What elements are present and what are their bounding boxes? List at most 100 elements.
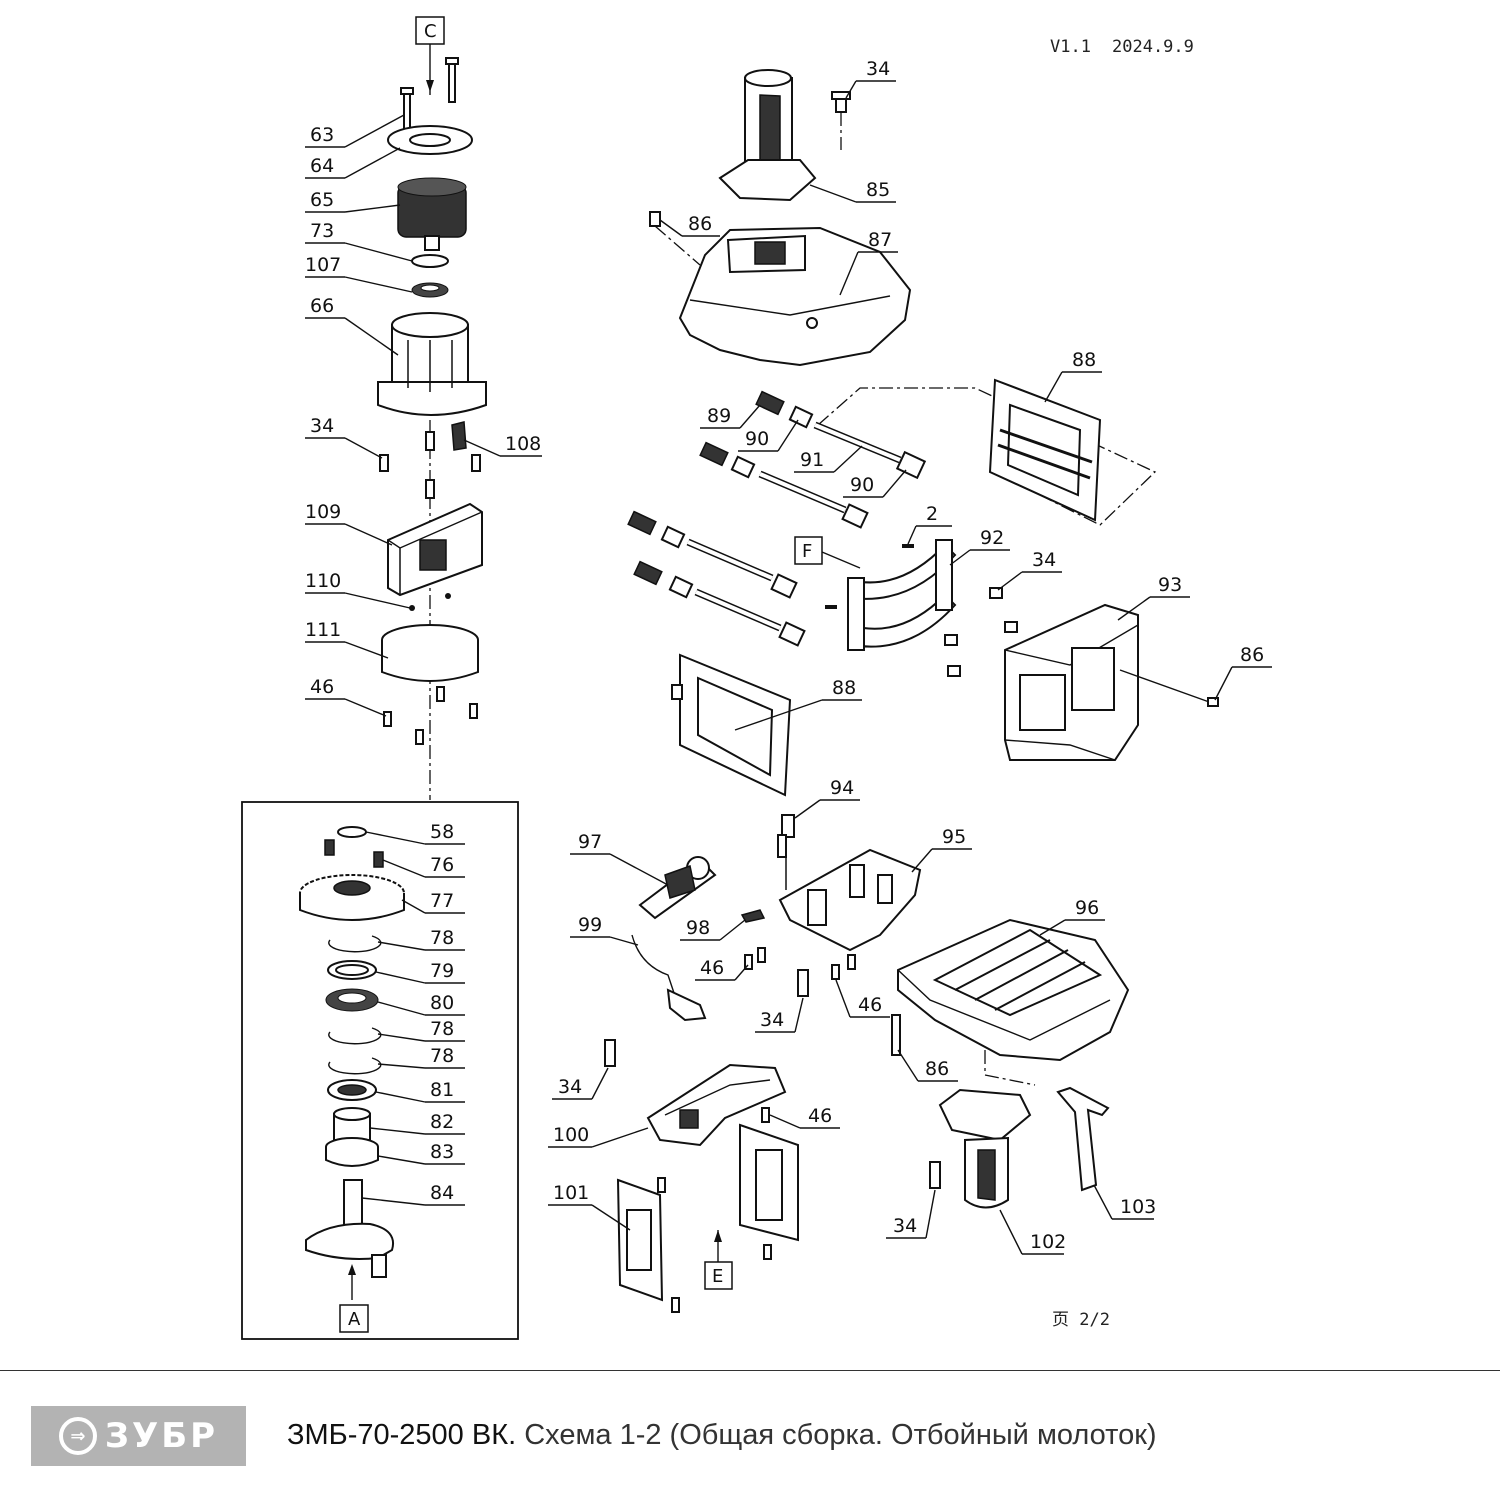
screw-34-bracket xyxy=(797,969,809,997)
label-65: 65 xyxy=(305,189,401,213)
screw-34-grip xyxy=(929,1161,941,1189)
label-73: 73 xyxy=(305,220,413,262)
label-100: 100 xyxy=(548,1124,649,1148)
power-cable-99 xyxy=(631,934,707,1022)
svg-text:103: 103 xyxy=(1120,1196,1156,1218)
cover-87 xyxy=(678,226,912,367)
cover-101 xyxy=(616,1178,664,1302)
svg-text:78: 78 xyxy=(430,927,454,949)
label-34f: 34 xyxy=(886,1189,936,1239)
svg-text:E: E xyxy=(712,1266,723,1287)
screw-63 xyxy=(400,87,414,133)
svg-text:86: 86 xyxy=(925,1058,949,1080)
label-34d: 34 xyxy=(755,997,804,1033)
label-80: 80 xyxy=(377,992,465,1016)
rod-assembly-4 xyxy=(633,560,806,647)
screw-34-handle xyxy=(604,1039,616,1067)
svg-text:2: 2 xyxy=(926,503,938,525)
label-98: 98 xyxy=(680,917,746,941)
label-110: 110 xyxy=(305,570,411,609)
svg-text:89: 89 xyxy=(707,405,731,427)
svg-text:46: 46 xyxy=(310,676,334,698)
svg-text:96: 96 xyxy=(1075,897,1099,919)
callout-box-f: F xyxy=(794,536,823,565)
label-46a: 46 xyxy=(305,676,387,717)
side-panel-93 xyxy=(1004,603,1139,761)
label-34a: 34 xyxy=(305,415,383,459)
svg-text:87: 87 xyxy=(868,229,892,251)
page-number-label: 页 2/2 xyxy=(1052,1310,1110,1330)
svg-text:94: 94 xyxy=(830,777,854,799)
label-96: 96 xyxy=(1039,897,1105,936)
bearing-107 xyxy=(411,282,449,298)
label-2: 2 xyxy=(907,503,952,545)
bracket-103 xyxy=(1056,1086,1110,1192)
svg-text:81: 81 xyxy=(430,1079,454,1101)
label-88b: 88 xyxy=(734,677,862,731)
brand-logo: ⇒ ЗУБР xyxy=(31,1406,246,1466)
svg-text:34: 34 xyxy=(866,58,890,80)
svg-text:90: 90 xyxy=(850,474,874,496)
clamp-92 xyxy=(847,539,957,651)
footer-separator xyxy=(0,1370,1500,1371)
label-86b: 86 xyxy=(1214,644,1272,701)
svg-text:63: 63 xyxy=(310,124,334,146)
svg-text:93: 93 xyxy=(1158,574,1182,596)
label-63: 63 xyxy=(305,114,405,148)
label-78c: 78 xyxy=(377,1045,465,1069)
label-85: 85 xyxy=(809,179,896,203)
svg-text:34: 34 xyxy=(310,415,334,437)
svg-text:34: 34 xyxy=(760,1009,784,1031)
label-84: 84 xyxy=(361,1182,465,1206)
svg-text:F: F xyxy=(802,541,812,562)
svg-text:84: 84 xyxy=(430,1182,454,1204)
svg-text:95: 95 xyxy=(942,826,966,848)
svg-text:107: 107 xyxy=(305,254,341,276)
svg-text:46: 46 xyxy=(858,994,882,1016)
label-101: 101 xyxy=(548,1182,631,1231)
frame-88-lower xyxy=(671,653,792,797)
label-86a: 86 xyxy=(659,213,720,237)
svg-text:34: 34 xyxy=(1032,549,1056,571)
svg-text:109: 109 xyxy=(305,501,341,523)
svg-text:46: 46 xyxy=(808,1105,832,1127)
grip-102 xyxy=(938,1088,1032,1209)
label-46d: 46 xyxy=(769,1105,840,1129)
screw-86-top xyxy=(649,211,661,227)
screw-86-side xyxy=(1207,697,1219,707)
svg-text:78: 78 xyxy=(430,1018,454,1040)
bracket-95 xyxy=(778,848,922,952)
svg-text:34: 34 xyxy=(893,1215,917,1237)
bracket-frame xyxy=(739,1123,799,1242)
svg-text:98: 98 xyxy=(686,917,710,939)
callout-box-e: E xyxy=(704,1261,733,1290)
label-46b: 46 xyxy=(695,957,749,981)
bearing-80 xyxy=(325,988,379,1012)
gear-assembly-frame xyxy=(241,801,519,1340)
rod-assembly-3 xyxy=(627,510,798,599)
label-78b: 78 xyxy=(377,1018,465,1042)
svg-text:34: 34 xyxy=(558,1076,582,1098)
svg-text:86: 86 xyxy=(688,213,712,235)
callout-box-c: C xyxy=(415,16,445,45)
label-34e: 34 xyxy=(552,1067,609,1100)
svg-text:88: 88 xyxy=(832,677,856,699)
svg-text:88: 88 xyxy=(1072,349,1096,371)
label-107: 107 xyxy=(305,254,413,293)
svg-text:86: 86 xyxy=(1240,644,1264,666)
svg-text:83: 83 xyxy=(430,1141,454,1163)
mounting-plate-88-upper xyxy=(988,378,1102,522)
svg-text:A: A xyxy=(348,1309,361,1330)
switch-module-109 xyxy=(387,502,483,597)
document-title: ЗМБ-70-2500 ВК. Схема 1-2 (Общая сборка.… xyxy=(287,1419,1157,1452)
label-76: 76 xyxy=(382,854,465,878)
sleeve-82 xyxy=(333,1107,371,1141)
base-tray-96 xyxy=(897,918,1130,1062)
label-99: 99 xyxy=(570,914,639,946)
label-103: 103 xyxy=(1093,1184,1156,1220)
svg-text:82: 82 xyxy=(430,1111,454,1133)
svg-text:102: 102 xyxy=(1030,1231,1066,1253)
label-92: 92 xyxy=(949,527,1010,566)
arrow-logo-icon: ⇒ xyxy=(58,1417,97,1455)
label-97: 97 xyxy=(570,831,669,886)
